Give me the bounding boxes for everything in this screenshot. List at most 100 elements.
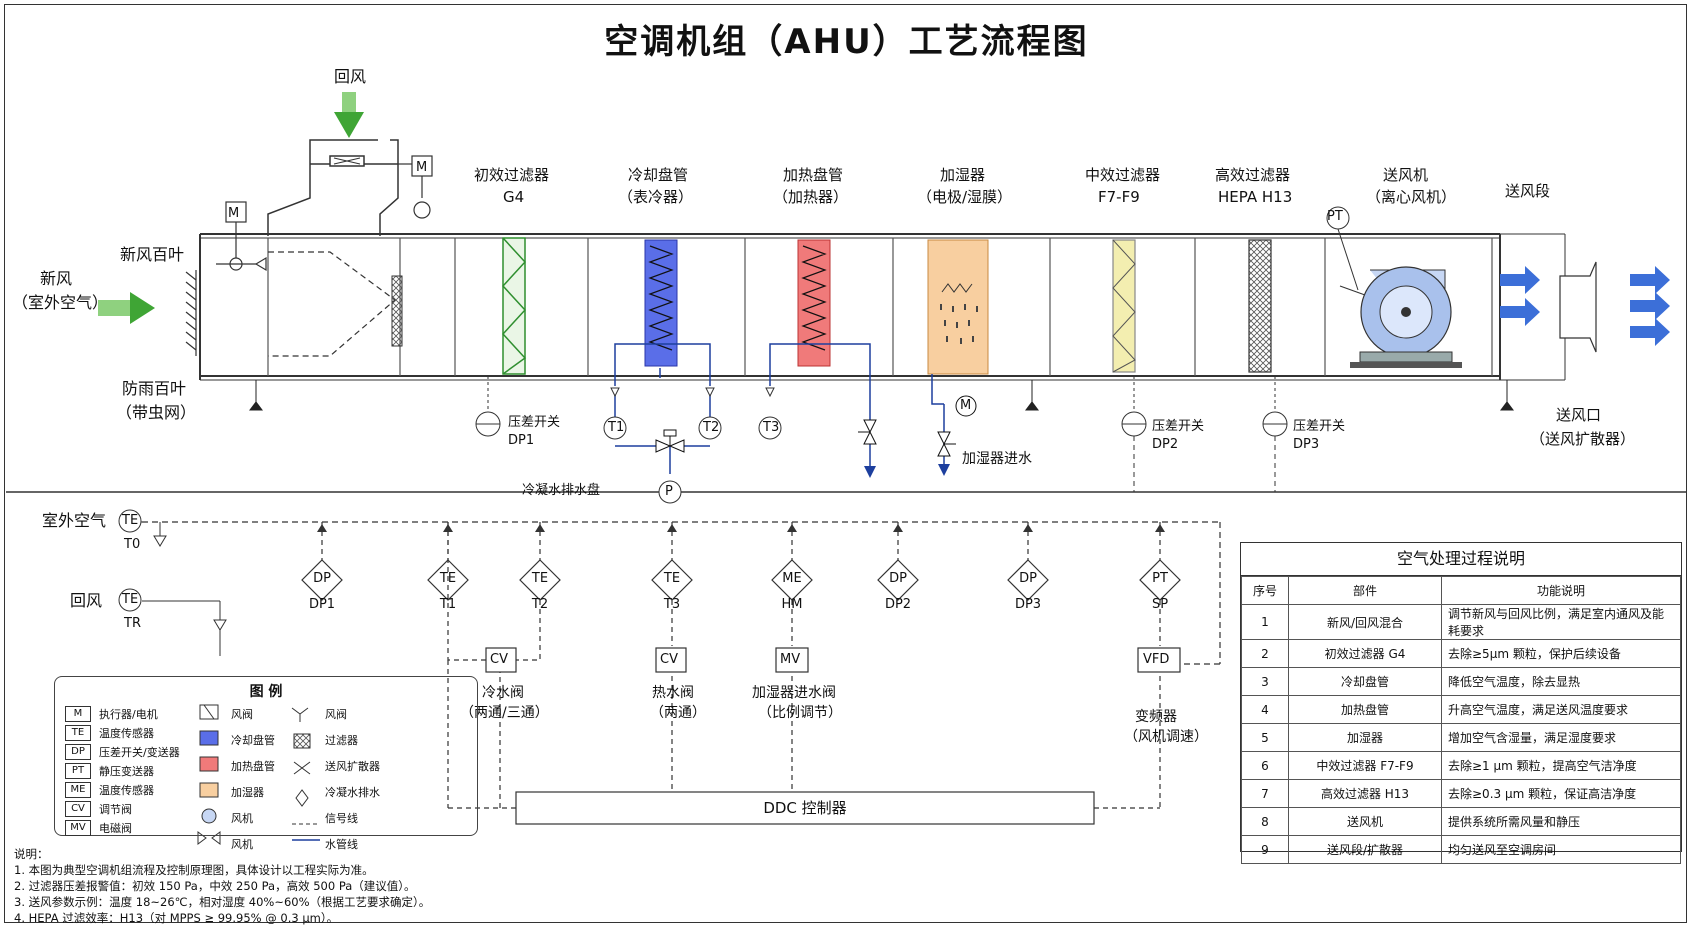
legend-text: 温度传感器: [99, 784, 154, 797]
fan-sub: （离心风机）: [1366, 188, 1457, 206]
fresh-air-label: 新风: [40, 269, 73, 288]
dp3-tag: DP3: [1293, 437, 1320, 452]
cv2-sub: （两通）: [650, 705, 706, 721]
return-air-arrow: [334, 92, 364, 138]
hepa-sub: HEPA H13: [1218, 188, 1293, 206]
vfd-sub: （风机调速）: [1124, 729, 1208, 745]
signal-arrowhead: [787, 524, 797, 532]
sensor-tag: DP1: [308, 597, 336, 612]
legend-item: 信号线: [325, 812, 358, 825]
signal-bus: [142, 521, 1221, 665]
row-function: 去除≥5μm 颗粒，保护后续设备: [1441, 639, 1681, 668]
row-part: 中效过滤器 F7-F9: [1288, 751, 1442, 780]
dp1-switch-label: 压差开关: [508, 415, 561, 430]
mixing-damper-path: [268, 251, 396, 357]
return-damper: [391, 275, 403, 347]
prefilter-sub: G4: [503, 188, 525, 206]
row-part: 高效过滤器 H13: [1288, 779, 1442, 808]
signal-arrowhead: [667, 524, 677, 532]
cv1-code: CV: [490, 652, 508, 667]
sensor-diamond: [1007, 559, 1049, 601]
drawing-frame: [4, 4, 1687, 923]
sensor-code: ME: [782, 571, 802, 586]
sensor-tag: DP2: [884, 597, 912, 612]
vfd-box: [1137, 647, 1181, 673]
legend-item: 冷却盘管: [231, 734, 275, 747]
fresh-louver-label: 新风百叶: [120, 245, 185, 264]
heating-valve: [858, 419, 877, 445]
legend-text: 压差开关/变送器: [99, 746, 180, 759]
legend-symbol: DP: [65, 744, 91, 760]
sensor-code: DP: [1019, 571, 1037, 586]
tr-triangle: [213, 601, 227, 656]
section-dividers: [267, 238, 1493, 376]
midfilter-sub: F7-F9: [1098, 188, 1140, 206]
legend-text: 静压变送器: [99, 765, 154, 778]
humidifier: [927, 239, 989, 375]
sensor-tag: T3: [663, 597, 681, 612]
supply-arrows: [1500, 266, 1670, 346]
sensor-diamonds: [301, 524, 1181, 601]
dp-switch-3: [1262, 376, 1288, 492]
sensor-tag: T2: [531, 597, 549, 612]
row-function: 均匀送风至空调房间: [1441, 835, 1681, 864]
return-damper-m: M: [416, 160, 428, 175]
dp2-switch-label: 压差开关: [1152, 419, 1205, 434]
row-no: 4: [1241, 695, 1289, 724]
heating-water-piping: [769, 343, 876, 478]
row-part: 新风/回风混合: [1288, 604, 1442, 640]
row-part: 加湿器: [1288, 723, 1442, 752]
sensor-tag: SP: [1151, 597, 1169, 612]
row-no: 9: [1241, 835, 1289, 864]
signal-arrowhead: [893, 524, 903, 532]
row-function: 增加空气含湿量，满足湿度要求: [1441, 723, 1681, 752]
sensor-code: PT: [1152, 571, 1168, 586]
legend-symbol: ME: [65, 782, 91, 798]
cooling-coil: [644, 239, 678, 367]
cv2-label: 热水阀: [652, 685, 694, 701]
cooling-valve: [655, 429, 685, 453]
legend-title: 图 例: [249, 684, 283, 700]
dp2-tag: DP2: [1152, 437, 1179, 452]
notes-block: 说明： 1. 本图为典型空调机组流程及控制原理图，具体设计以工程实际为准。 2.…: [14, 846, 430, 926]
th-function: 功能说明: [1441, 576, 1681, 605]
legend-item: 送风扩散器: [325, 760, 380, 773]
vfd-label: 变频器: [1135, 709, 1177, 725]
t0-triangle: [153, 522, 167, 547]
dp3-switch-label: 压差开关: [1293, 419, 1346, 434]
signal-arrowhead: [535, 524, 545, 532]
row-function: 去除≥0.3 μm 颗粒，保证高洁净度: [1441, 779, 1681, 808]
vfd-code: VFD: [1143, 652, 1170, 667]
row-part: 送风段/扩散器: [1288, 835, 1442, 864]
pump-label: P: [665, 484, 673, 499]
temp-sensor-circles: [603, 416, 782, 504]
row-no: 7: [1241, 779, 1289, 808]
heat-coil-label: 加热盘管: [783, 166, 844, 184]
legend-item: 水管线: [325, 838, 358, 851]
signal-arrowhead: [317, 524, 327, 532]
legend-symbol: TE: [65, 725, 91, 741]
sensor-diamond: [301, 559, 343, 601]
te-t0-code: TE: [122, 513, 139, 528]
note-4: 4. HEPA 过滤效率：H13（对 MPPS ≥ 99.95% @ 0.3 μ…: [14, 911, 339, 925]
mv-sub: （比例调节）: [758, 705, 842, 721]
t1-circle: [603, 416, 627, 440]
sensor-tag: T1: [439, 597, 457, 612]
cool-coil-label: 冷却盘管: [628, 166, 689, 184]
fresh-louver: [185, 270, 197, 356]
cool-coil-sub: （表冷器）: [618, 188, 694, 206]
notes-head: 说明：: [14, 847, 49, 861]
pt-label: PT: [1327, 209, 1343, 224]
supply-outlet-label: 送风口: [1556, 406, 1602, 424]
note-3: 3. 送风参数示例：温度 18~26℃，相对湿度 40%~60%（根据工艺要求确…: [14, 895, 431, 909]
fresh-damper-m: M: [228, 206, 240, 221]
row-function: 升高空气温度，满足送风温度要求: [1441, 695, 1681, 724]
row-no: 8: [1241, 807, 1289, 836]
legend-symbol: CV: [65, 801, 91, 817]
signal-arrowhead: [1023, 524, 1033, 532]
heat-coil-sub: （加热器）: [773, 188, 849, 206]
